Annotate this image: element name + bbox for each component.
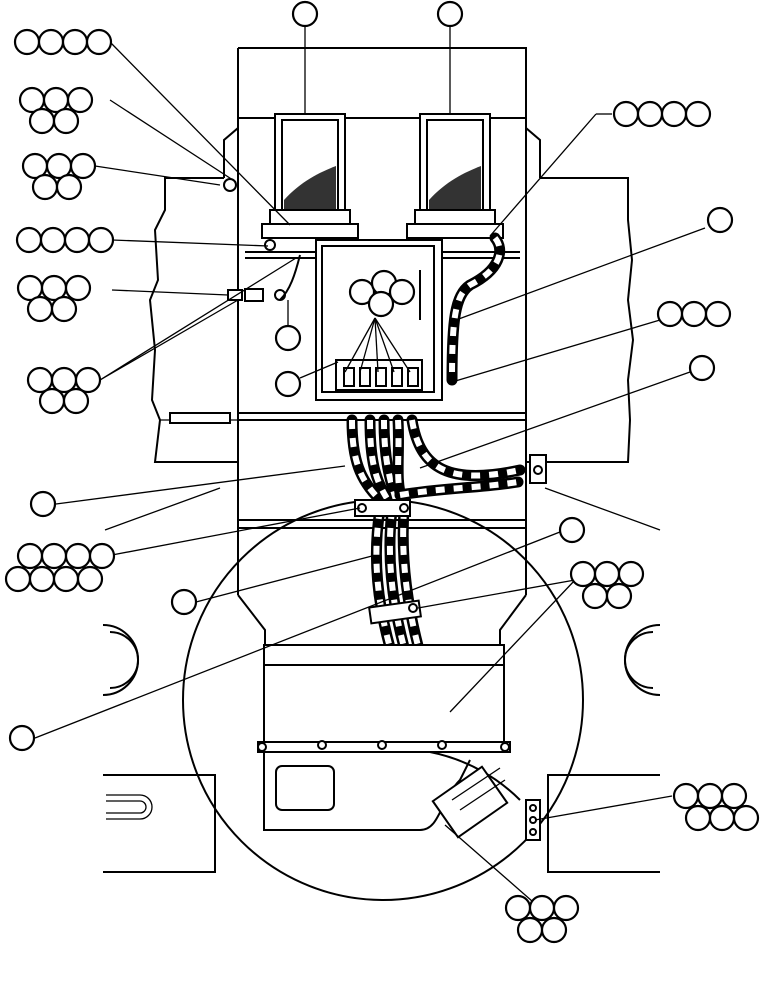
callouts (4, 0, 760, 944)
callout-top-left-4 (13, 28, 113, 56)
callout-bottom-right-7 (672, 782, 760, 832)
callout-right-7 (569, 560, 645, 610)
right-hose-upper (446, 232, 506, 386)
callout-top-1a (291, 0, 319, 28)
callout-left-5b (21, 152, 97, 201)
callout-bottom-7 (504, 894, 580, 944)
left-container (261, 113, 359, 239)
valve-spools (343, 367, 419, 387)
callout-left-5c (16, 274, 92, 323)
callout-top-1b (436, 0, 464, 28)
callout-center-left-1b (274, 370, 302, 398)
callout-left-4 (15, 226, 115, 254)
callout-center-1 (170, 588, 198, 616)
left-fittings (160, 178, 301, 424)
callout-left-1c (29, 490, 57, 518)
callout-right-1c (558, 516, 586, 544)
callout-left-1d (8, 724, 36, 752)
callout-top-right-4 (612, 100, 712, 128)
callout-valve-3 (348, 269, 416, 318)
valve-housing (315, 239, 443, 401)
callout-right-1a (706, 206, 734, 234)
right-container (406, 113, 504, 239)
callout-center-left-1a (274, 324, 302, 352)
callout-right-1b (688, 354, 716, 382)
lower-housing (257, 644, 521, 839)
callout-left-5a (18, 86, 94, 135)
leader-lines (34, 25, 706, 909)
callout-left-5d (26, 366, 102, 415)
callout-right-3 (656, 300, 732, 328)
side-cutouts (102, 487, 661, 873)
callout-left-9 (4, 542, 116, 593)
hose-clamps (354, 454, 547, 739)
